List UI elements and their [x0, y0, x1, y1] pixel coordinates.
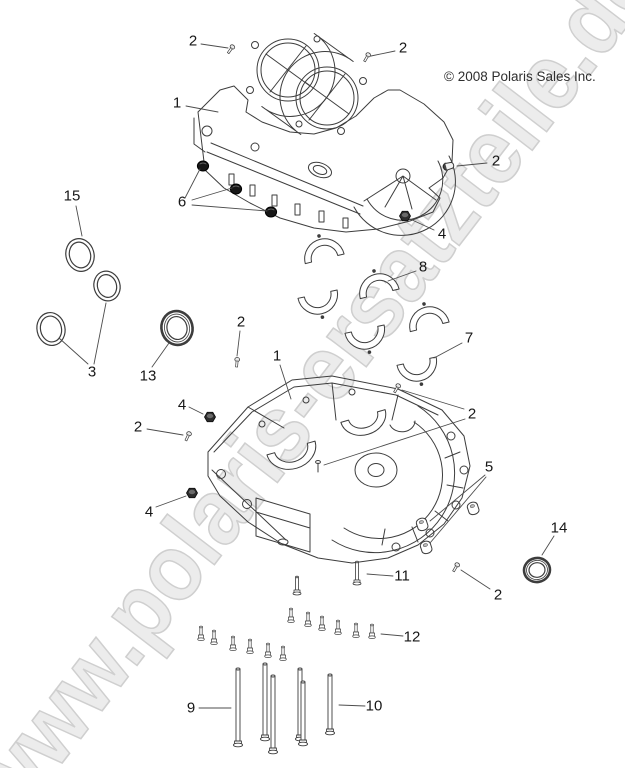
long-bolts-9-10 [232, 662, 336, 755]
bolt [352, 560, 362, 586]
bearing-shell [297, 289, 339, 319]
flange-nuts-4 [186, 210, 411, 499]
flange-nut [204, 411, 216, 423]
small-screw [363, 52, 371, 63]
o-ring [93, 270, 121, 302]
callout-14: 14 [550, 519, 568, 537]
oil-seal-14 [522, 556, 552, 584]
bolts-11 [292, 560, 362, 596]
cap-nut [196, 160, 210, 172]
small-screw [184, 431, 192, 442]
small-screw [234, 357, 241, 368]
plug [415, 517, 429, 532]
callout-7: 7 [464, 329, 474, 347]
callout-2-mid: 2 [236, 313, 246, 331]
small-screw [226, 44, 236, 55]
callout-13: 13 [139, 367, 157, 385]
callout-3: 3 [87, 363, 97, 381]
bearing-shell [359, 269, 400, 300]
bearing-shell [344, 324, 386, 354]
bolt [292, 575, 302, 596]
cap-nut [229, 183, 243, 195]
copyright-text: © 2008 Polaris Sales Inc. [444, 69, 596, 84]
callout-11: 11 [394, 567, 410, 585]
flange-nut [399, 210, 411, 222]
callout-15: 15 [63, 187, 81, 205]
o-ring [65, 238, 95, 272]
small-screw [452, 562, 460, 573]
plugs-5 [415, 501, 480, 555]
callout-1-upper-case: 1 [172, 94, 182, 112]
callout-2-right: 2 [491, 152, 501, 170]
upper-crankcase-half [193, 85, 456, 236]
plug [419, 540, 433, 555]
callout-10: 10 [365, 697, 383, 715]
callout-5: 5 [484, 458, 494, 476]
flange-nut [186, 487, 198, 499]
o-ring [36, 312, 66, 346]
plug [466, 501, 480, 516]
bushing-plug [442, 161, 455, 171]
callout-8: 8 [418, 258, 428, 276]
callout-2-bottom-right: 2 [493, 586, 503, 604]
callout-6: 6 [177, 193, 187, 211]
o-rings [36, 238, 121, 346]
callout-2-top-right: 2 [398, 39, 408, 57]
cylinder-head-gasket [246, 33, 367, 135]
bearing-shells [297, 234, 450, 386]
bearing-shell [396, 356, 438, 386]
screws-12 [197, 607, 376, 661]
small-screw [393, 383, 401, 394]
lower-crankcase-half [207, 375, 471, 564]
oil-seal-13 [160, 309, 194, 347]
callout-1-lower-case: 1 [272, 347, 282, 365]
callout-4-lower-left: 4 [144, 503, 154, 521]
callout-2-top-left: 2 [188, 32, 198, 50]
callout-4-upper: 4 [437, 225, 447, 243]
callout-2-case-right: 2 [467, 405, 477, 423]
callout-12: 12 [403, 628, 421, 646]
leader-lines [58, 43, 555, 709]
callout-9: 9 [186, 699, 196, 717]
callout-4-mid-left: 4 [177, 396, 187, 414]
callout-2-left: 2 [133, 418, 143, 436]
bearing-shell [304, 234, 345, 265]
bearing-shell [409, 302, 450, 333]
cap-nuts-6 [196, 160, 278, 218]
dowel-screw-in-case [315, 460, 321, 473]
cap-nut [264, 206, 278, 218]
small-screws-2 [184, 44, 460, 573]
